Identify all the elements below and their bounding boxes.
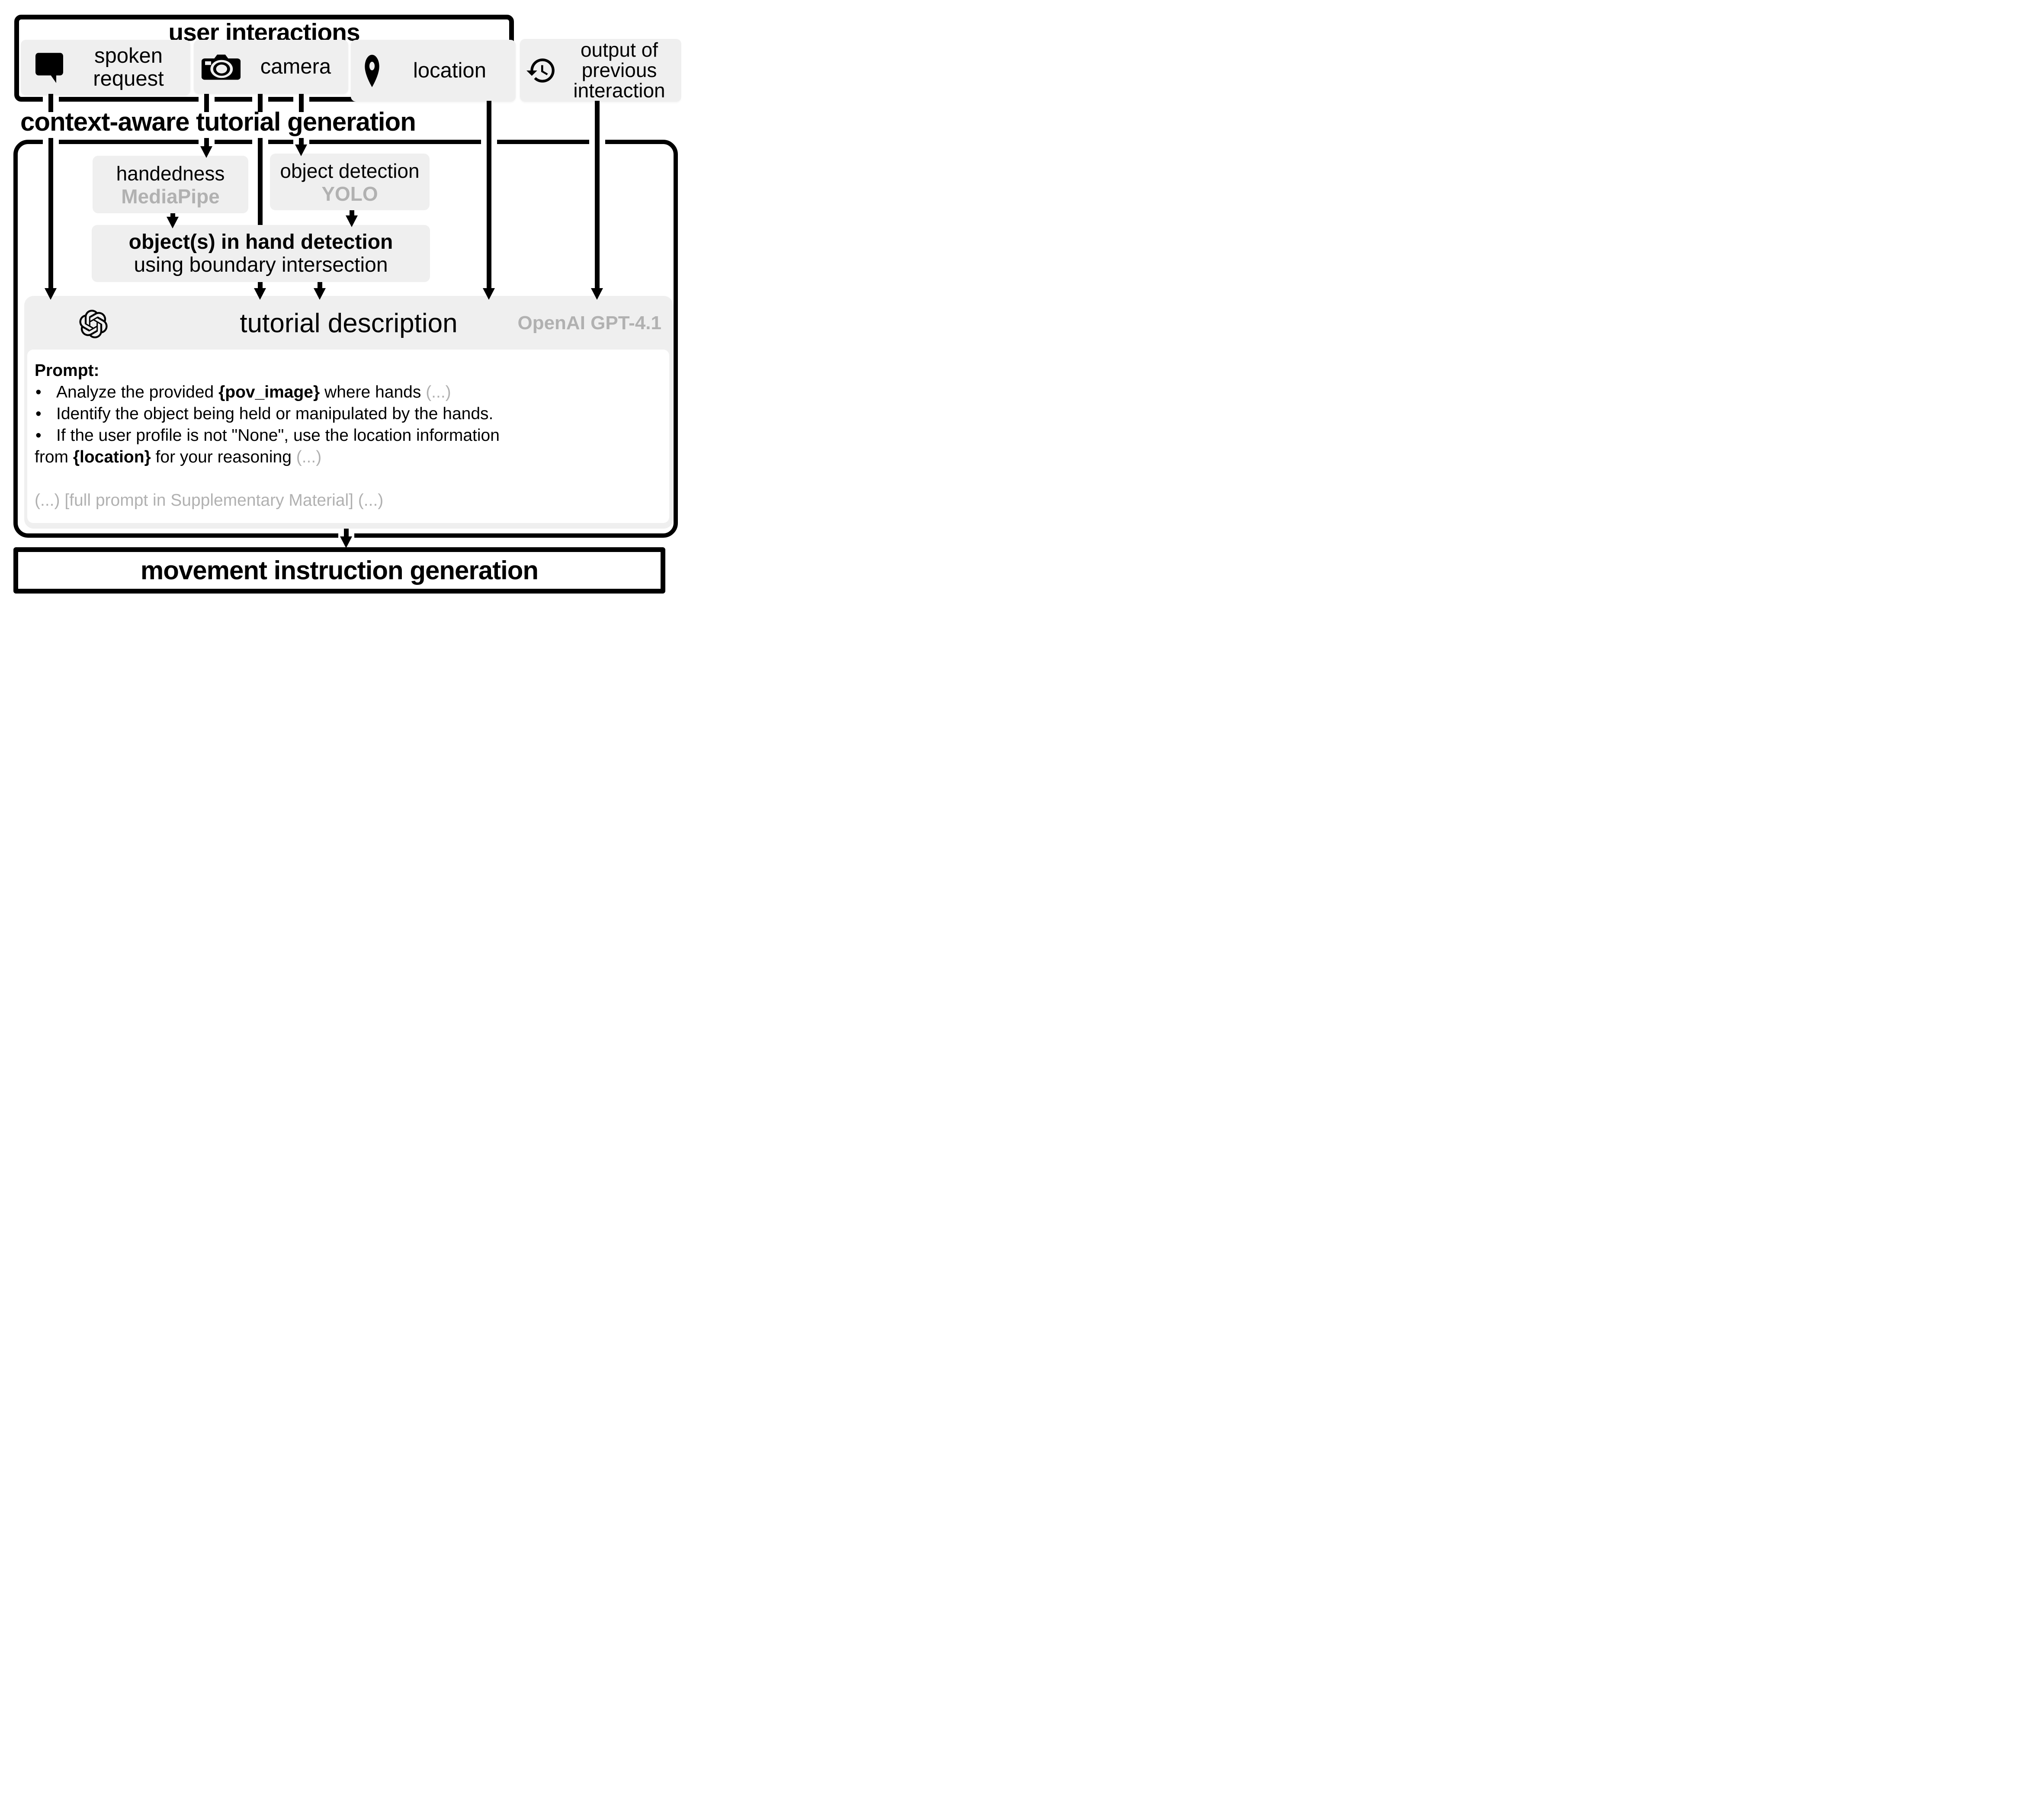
prompt-segment: (...) [full prompt in Supplementary Mate…: [35, 491, 384, 510]
tutorial-model-label: OpenAI GPT-4.1: [517, 312, 661, 334]
prompt-line: Prompt:: [35, 360, 661, 382]
connector-camera-to-tutorial-upper: [258, 138, 263, 225]
openai-logo-icon: [79, 310, 108, 338]
object-in-hand-subtitle: using boundary intersection: [134, 254, 388, 276]
arrowhead-location-to-tutorial: [483, 288, 495, 300]
connector-camera-stub-3: [299, 94, 304, 112]
prompt-segment: (...): [426, 383, 451, 401]
movement-instruction-title: movement instruction generation: [140, 556, 539, 585]
speech-bubble-icon: [32, 48, 67, 87]
connector-object-detection-to-inhand: [350, 210, 354, 216]
spoken-request-label: spoken request: [93, 44, 164, 90]
handedness-title: handedness: [116, 162, 225, 185]
prompt-line: • Identify the object being held or manip…: [35, 403, 661, 425]
previous-output-label: output of previous interaction: [573, 39, 665, 102]
handedness-model: MediaPipe: [121, 185, 220, 208]
object-detection-title: object detection: [280, 159, 420, 182]
connector-camera-to-tutorial-lower: [258, 282, 263, 289]
arrowhead-tutorial-to-movement: [340, 536, 352, 548]
arrowhead-handedness-to-inhand: [167, 217, 179, 228]
prompt-segment: Identify the object being held or manipu…: [56, 404, 494, 423]
handedness-node: handedness MediaPipe: [93, 156, 248, 213]
location-pin-icon: [360, 52, 384, 90]
figure-canvas: user interactions spoken request camera: [0, 0, 681, 598]
connector-camera-stub-2: [258, 94, 263, 112]
prompt-line: • Analyze the provided {pov_image} where …: [35, 382, 661, 403]
arrowhead-spoken-to-tutorial: [45, 288, 57, 300]
spoken-request-chip: spoken request: [21, 40, 190, 95]
connector-inhand-to-tutorial: [318, 282, 322, 289]
arrowhead-camera-to-tutorial: [254, 288, 266, 300]
connector-camera-to-handedness: [204, 138, 209, 147]
connector-tutorial-to-movement: [344, 529, 349, 537]
arrowhead-previous-output-to-tutorial: [591, 288, 603, 300]
connector-handedness-to-inhand: [170, 213, 175, 218]
location-label: location: [413, 59, 486, 82]
prompt-box: Prompt: • Analyze the provided {pov_image}…: [27, 350, 669, 523]
bullet-dot: •: [35, 404, 42, 423]
object-in-hand-title: object(s) in hand detection: [128, 231, 393, 254]
arrowhead-inhand-to-tutorial: [314, 288, 326, 300]
tutorial-description-title: tutorial description: [240, 308, 458, 338]
prompt-segment: for your reasoning: [151, 448, 296, 466]
connector-camera-to-object-detection: [299, 138, 304, 145]
arrowhead-camera-to-handedness: [200, 146, 212, 158]
prompt-line: [35, 468, 661, 490]
prompt-segment: (...): [296, 448, 322, 466]
prompt-segment: If the user profile is not "None", use t…: [56, 426, 500, 445]
camera-label: camera: [260, 55, 331, 78]
connector-previous-output-to-tutorial: [595, 101, 600, 289]
prompt-segment: Prompt:: [35, 361, 99, 380]
section-title: context-aware tutorial generation: [20, 107, 416, 136]
object-detection-model: YOLO: [321, 182, 378, 205]
bullet-dot: •: [35, 426, 42, 445]
bullet-dot: •: [35, 383, 42, 401]
connector-location-to-tutorial: [487, 101, 491, 289]
prompt-segment: Analyze the provided: [56, 383, 219, 401]
arrowhead-object-detection-to-inhand: [346, 215, 358, 227]
prompt-line: from {location} for your reasoning (...): [35, 446, 661, 468]
connector-camera-stub-1: [204, 94, 209, 112]
prompt-segment: where hands: [320, 383, 426, 401]
location-chip: location: [351, 40, 516, 102]
camera-icon: [199, 49, 243, 85]
connector-spoken-to-tutorial: [48, 138, 53, 289]
camera-chip: camera: [194, 40, 348, 94]
prompt-line: • If the user profile is not "None", use …: [35, 425, 661, 446]
arrowhead-camera-to-object-detection: [295, 144, 307, 156]
history-icon: [525, 55, 557, 87]
connector-spoken-stub: [48, 94, 53, 112]
prompt-segment: from: [35, 448, 73, 466]
object-detection-node: object detection YOLO: [270, 154, 430, 210]
prompt-segment: {location}: [73, 448, 151, 466]
prompt-segment: {pov_image}: [218, 383, 320, 401]
object-in-hand-node: object(s) in hand detection using bounda…: [92, 225, 430, 282]
movement-instruction-box: movement instruction generation: [13, 547, 665, 594]
previous-output-chip: output of previous interaction: [520, 39, 681, 102]
prompt-text: Prompt: • Analyze the provided {pov_image}…: [35, 360, 661, 511]
prompt-line: (...) [full prompt in Supplementary Mate…: [35, 490, 661, 511]
